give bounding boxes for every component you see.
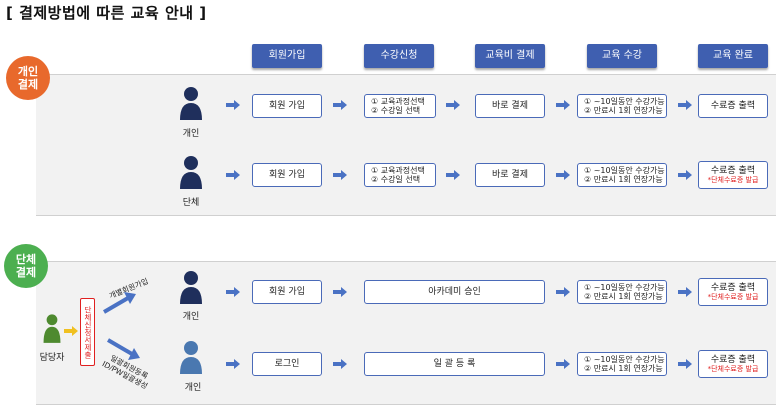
person-label: 개인 <box>182 312 200 322</box>
enroll-step-2: ② 수강일 선택 <box>371 175 421 184</box>
arrow-right-icon <box>226 287 240 297</box>
study-box: ① ~10일동안 수강가능 ② 만료시 1회 연장가능 <box>577 280 667 304</box>
complete-box: 수료증 출력 *단체수료증 발급 <box>698 350 768 378</box>
signup-box: 회원 가입 <box>252 280 322 304</box>
study-box: ① ~10일동안 수강가능 ② 만료시 1회 연장가능 <box>577 94 667 118</box>
arrow-right-icon <box>556 100 570 110</box>
signup-box: 회원 가입 <box>252 94 322 118</box>
login-box: 로그인 <box>252 352 322 376</box>
stage-header-complete: 교육 완료 <box>698 44 768 68</box>
individual-payment-badge: 개인 결제 <box>6 56 50 100</box>
study-rule-2: ② 만료시 1회 연장가능 <box>584 364 663 373</box>
complete-box: 수료증 출력 <box>698 94 768 118</box>
bulk-enroll-box: 일 괄 등 록 <box>364 352 545 376</box>
arrow-right-icon <box>678 359 692 369</box>
study-box: ① ~10일동안 수강가능 ② 만료시 1회 연장가능 <box>577 163 667 187</box>
arrow-right-icon <box>333 359 347 369</box>
academy-approval-box: 아카데미 승인 <box>364 280 545 304</box>
study-rule-1: ① ~10일동안 수강가능 <box>584 165 665 175</box>
arrow-right-icon <box>678 100 692 110</box>
enroll-step-1: ① 교육과정선택 <box>371 96 425 106</box>
study-rule-1: ① ~10일동안 수강가능 <box>584 282 665 292</box>
arrow-right-icon <box>226 359 240 369</box>
person-label: 개인 <box>184 383 202 393</box>
group-payment-badge: 단체 결제 <box>4 244 48 288</box>
study-rule-1: ① ~10일동안 수강가능 <box>584 354 665 364</box>
manager-label: 담당자 <box>39 353 65 363</box>
arrow-right-icon <box>556 359 570 369</box>
complete-label: 수료증 출력 <box>710 165 756 176</box>
group-certificate-note: *단체수료증 발급 <box>707 176 759 185</box>
arrow-right-icon <box>226 170 240 180</box>
study-rule-2: ② 만료시 1회 연장가능 <box>584 175 663 184</box>
person-icon <box>180 156 202 189</box>
person-icon <box>180 341 202 374</box>
arrow-right-icon <box>333 170 347 180</box>
stage-header-enroll: 수강신청 <box>364 44 434 68</box>
study-rule-2: ② 만료시 1회 연장가능 <box>584 106 663 115</box>
person-label: 개인 <box>182 129 200 139</box>
group-application-submit-box: 단체신청서제출 <box>80 298 95 366</box>
group-certificate-note: *단체수료증 발급 <box>707 365 759 374</box>
stage-header-study: 교육 수강 <box>587 44 657 68</box>
arrow-right-icon <box>446 170 460 180</box>
arrow-down-right-icon <box>106 338 140 360</box>
arrow-right-icon <box>333 287 347 297</box>
arrow-right-icon <box>446 100 460 110</box>
arrow-right-icon <box>678 287 692 297</box>
enroll-step-1: ① 교육과정선택 <box>371 165 425 175</box>
stage-header-signup: 회원가입 <box>252 44 322 68</box>
complete-box: 수료증 출력 *단체수료증 발급 <box>698 278 768 306</box>
group-certificate-note: *단체수료증 발급 <box>707 293 759 302</box>
payment-box: 바로 결제 <box>475 163 545 187</box>
person-icon <box>180 271 202 304</box>
enroll-step-2: ② 수강일 선택 <box>371 106 421 115</box>
signup-box: 회원 가입 <box>252 163 322 187</box>
study-rule-1: ① ~10일동안 수강가능 <box>584 96 665 106</box>
arrow-right-icon <box>556 287 570 297</box>
individual-payment-label: 개인 결제 <box>17 64 39 91</box>
manager-icon <box>43 314 61 343</box>
page-title: [ 결제방법에 따른 교육 안내 ] <box>6 4 207 22</box>
complete-box: 수료증 출력 *단체수료증 발급 <box>698 161 768 189</box>
payment-box: 바로 결제 <box>475 94 545 118</box>
enroll-box: ① 교육과정선택 ② 수강일 선택 <box>364 163 436 187</box>
enroll-box: ① 교육과정선택 ② 수강일 선택 <box>364 94 436 118</box>
complete-label: 수료증 출력 <box>710 100 756 111</box>
group-payment-label: 단체 결제 <box>15 252 37 279</box>
arrow-right-icon <box>556 170 570 180</box>
arrow-right-icon <box>64 326 78 336</box>
group-application-submit-label: 단체신청서제출 <box>83 305 93 359</box>
complete-label: 수료증 출력 <box>710 354 756 365</box>
arrow-right-icon <box>226 100 240 110</box>
person-label: 단체 <box>182 198 200 208</box>
complete-label: 수료증 출력 <box>710 282 756 293</box>
arrow-right-icon <box>678 170 692 180</box>
arrow-right-icon <box>333 100 347 110</box>
person-icon <box>180 87 202 120</box>
arrow-up-right-icon <box>102 292 136 314</box>
study-box: ① ~10일동안 수강가능 ② 만료시 1회 연장가능 <box>577 352 667 376</box>
study-rule-2: ② 만료시 1회 연장가능 <box>584 292 663 301</box>
stage-header-payment: 교육비 결제 <box>475 44 545 68</box>
